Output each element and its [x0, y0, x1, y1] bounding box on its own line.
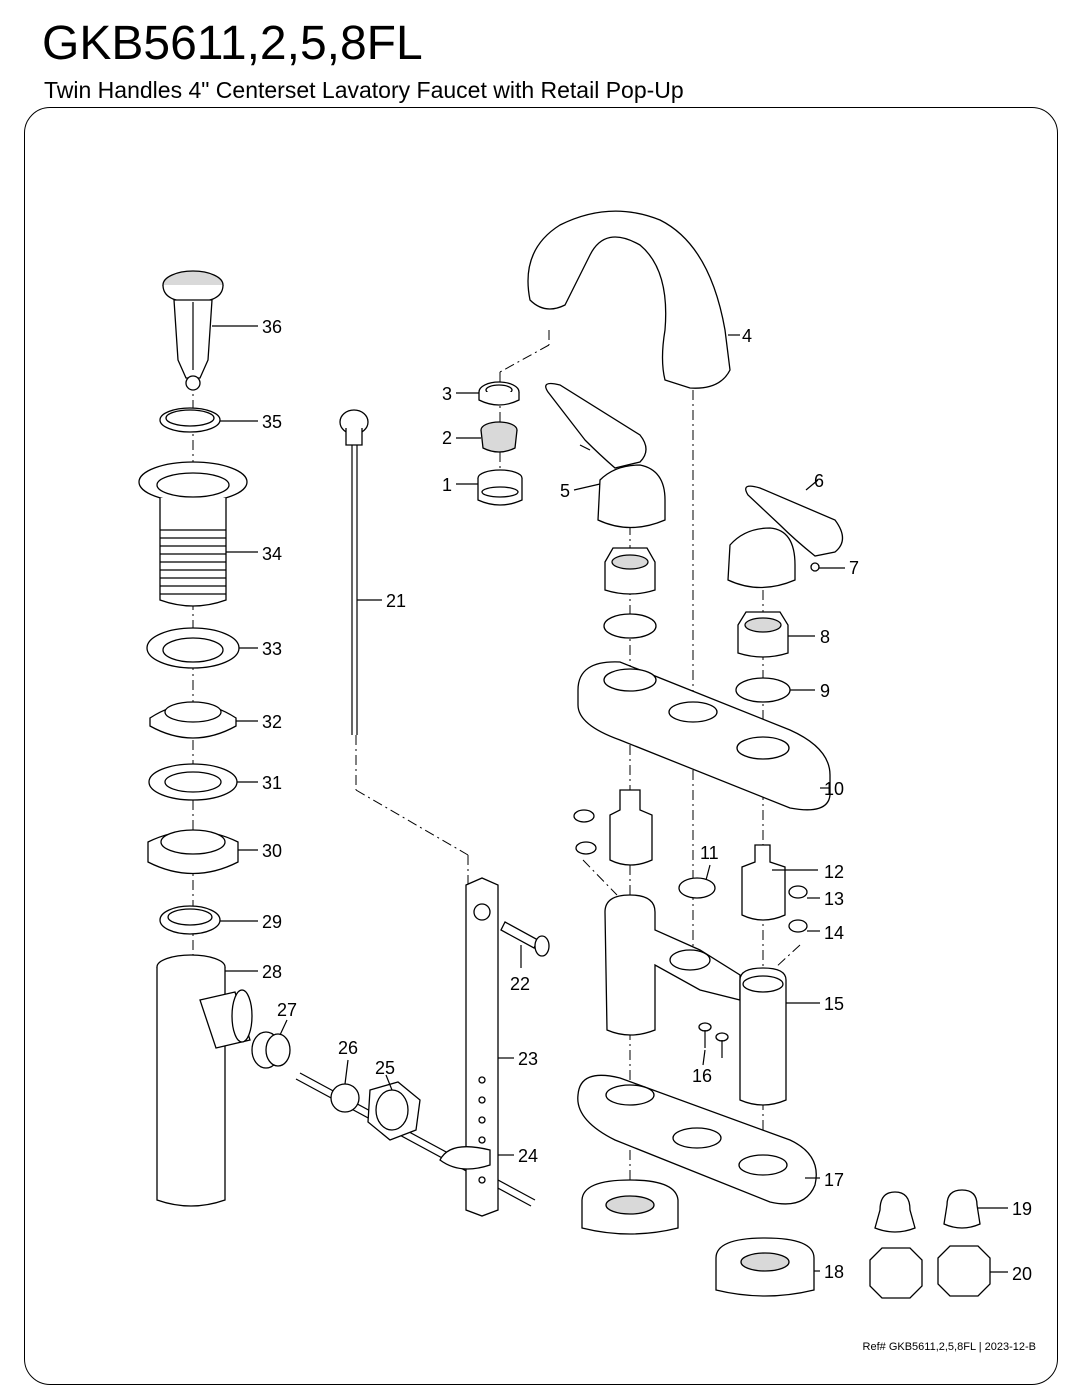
part-30-locknut: [147, 829, 239, 875]
callout-21: 21: [386, 591, 406, 611]
callout-31: 31: [262, 773, 282, 793]
callout-11: 11: [700, 843, 719, 863]
part-29-ring: [159, 905, 221, 935]
callout-4: 4: [742, 326, 752, 346]
leader-lines: [212, 325, 1008, 1273]
callout-29: 29: [262, 912, 282, 932]
part-5-handle-left: [545, 382, 666, 529]
part-26-pivot-rod: [295, 1072, 536, 1207]
callout-30: 30: [262, 841, 282, 861]
part-11-gasket: [678, 877, 716, 899]
part-13-seat: [788, 885, 808, 899]
callout-13: 13: [824, 889, 844, 909]
part-34-drain-body: [138, 461, 248, 607]
part-24-spring-clip: [439, 1146, 491, 1170]
part-2-aerator-insert: [480, 421, 518, 453]
callout-17: 17: [824, 1170, 844, 1190]
callout-20: 20: [1012, 1264, 1032, 1284]
part-7-set-screw: [810, 562, 820, 572]
part-17-base-plate: [577, 1074, 817, 1205]
part-28-tailpiece: [156, 954, 253, 1207]
part-20-coupling-nuts: [869, 1245, 991, 1299]
part-36-stopper: [162, 270, 224, 391]
callout-5: 5: [560, 481, 570, 501]
callout-7: 7: [849, 558, 859, 578]
part-8-bonnet-nut-left: [604, 547, 656, 595]
callout-22: 22: [510, 974, 530, 994]
callout-18: 18: [824, 1262, 844, 1282]
diagram-frame: [24, 107, 1058, 1385]
callout-3: 3: [442, 384, 452, 404]
part-21-lift-rod: [339, 409, 369, 735]
part-27-ball-seal: [251, 1031, 291, 1069]
part-18-mounting-nut: [581, 1179, 815, 1297]
page-subtitle: Twin Handles 4" Centerset Lavatory Fauce…: [44, 77, 684, 103]
callout-8: 8: [820, 627, 830, 647]
part-35-gasket: [159, 407, 221, 433]
callout-26: 26: [338, 1038, 358, 1058]
part-9-oring-left: [603, 613, 657, 639]
part-19-ferrules: [874, 1189, 981, 1233]
callout-27: 27: [277, 1000, 297, 1020]
part-32-friction-washer: [149, 701, 237, 739]
callout-33: 33: [262, 639, 282, 659]
callout-16: 16: [692, 1066, 712, 1086]
callout-15: 15: [824, 994, 844, 1014]
part-33-cone-washer: [146, 627, 240, 669]
callout-36: 36: [262, 317, 282, 337]
part-cartridge-left: [573, 789, 653, 866]
reference-number: Ref# GKB5611,2,5,8FL | 2023-12-B: [862, 1341, 1036, 1353]
part-6-handle-right: [727, 485, 844, 589]
callout-9: 9: [820, 681, 830, 701]
part-15-valve-body: [604, 894, 787, 1106]
callout-19: 19: [1012, 1199, 1032, 1219]
callout-1: 1: [442, 475, 452, 495]
callout-34: 34: [262, 544, 282, 564]
part-9-oring-right: [735, 677, 791, 703]
callout-24: 24: [518, 1146, 538, 1166]
part-22-screw: [500, 921, 550, 957]
callout-25: 25: [375, 1058, 395, 1078]
callout-6: 6: [814, 471, 824, 491]
part-3-gasket: [478, 381, 520, 406]
page-title: GKB5611,2,5,8FL: [42, 17, 423, 70]
part-23-extension-strap: [465, 877, 499, 1217]
callout-28: 28: [262, 962, 282, 982]
part-16-screws: [698, 1022, 729, 1058]
part-8-bonnet-nut-right: [737, 611, 789, 658]
callout-14: 14: [824, 923, 844, 943]
callout-2: 2: [442, 428, 452, 448]
part-1-aerator-housing: [477, 469, 523, 506]
callout-12: 12: [824, 862, 844, 882]
part-4-spout: [527, 210, 731, 389]
part-12-cartridge-right: [741, 844, 786, 921]
part-25-pivot-nut: [367, 1081, 421, 1141]
part-10-escutcheon: [577, 661, 831, 811]
callout-10: 10: [824, 779, 844, 799]
callout-labels: 1 2 3 4 5 6 7 8 9 10 11 12 13 14 15 16 1…: [262, 317, 1032, 1284]
callout-35: 35: [262, 412, 282, 432]
part-31-washer: [148, 763, 238, 801]
callout-23: 23: [518, 1049, 538, 1069]
part-14-spring: [788, 919, 808, 933]
callout-32: 32: [262, 712, 282, 732]
